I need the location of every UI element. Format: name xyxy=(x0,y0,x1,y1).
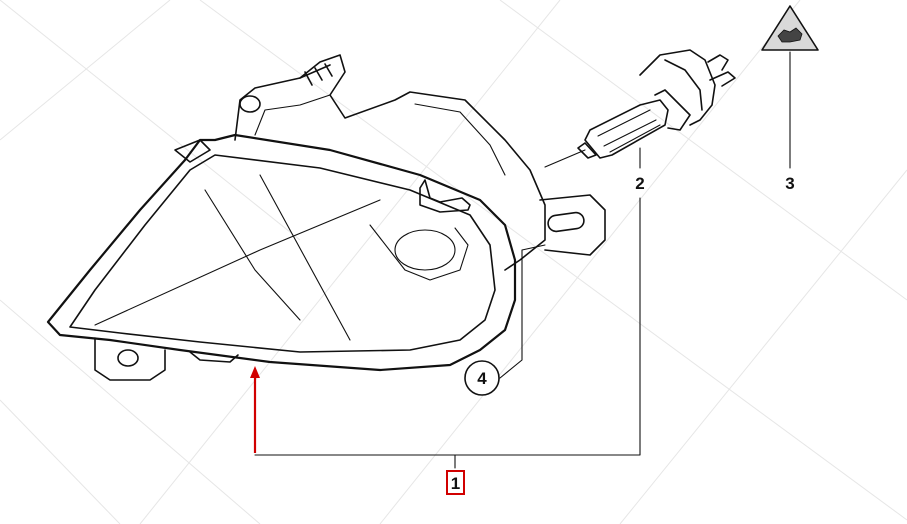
callout-4[interactable]: 4 xyxy=(464,360,500,396)
callout-1-box xyxy=(446,470,465,495)
callout-3[interactable]: 3 xyxy=(785,174,794,193)
halogen-bulb-icon[interactable] xyxy=(577,49,736,159)
callout-2-label: 2 xyxy=(635,174,644,193)
leader-lines xyxy=(254,51,791,469)
red-arrow-icon xyxy=(250,366,260,453)
callout-1[interactable]: 1 xyxy=(446,470,465,495)
fog-light-housing-icon[interactable] xyxy=(46,54,606,381)
callout-4-label: 4 xyxy=(477,369,487,388)
callout-4-circle xyxy=(464,360,500,396)
warning-triangle-icon[interactable] xyxy=(761,5,819,51)
callout-1-label: 1 xyxy=(451,474,460,493)
callout-3-label: 3 xyxy=(785,174,794,193)
callout-2[interactable]: 2 xyxy=(635,174,644,193)
